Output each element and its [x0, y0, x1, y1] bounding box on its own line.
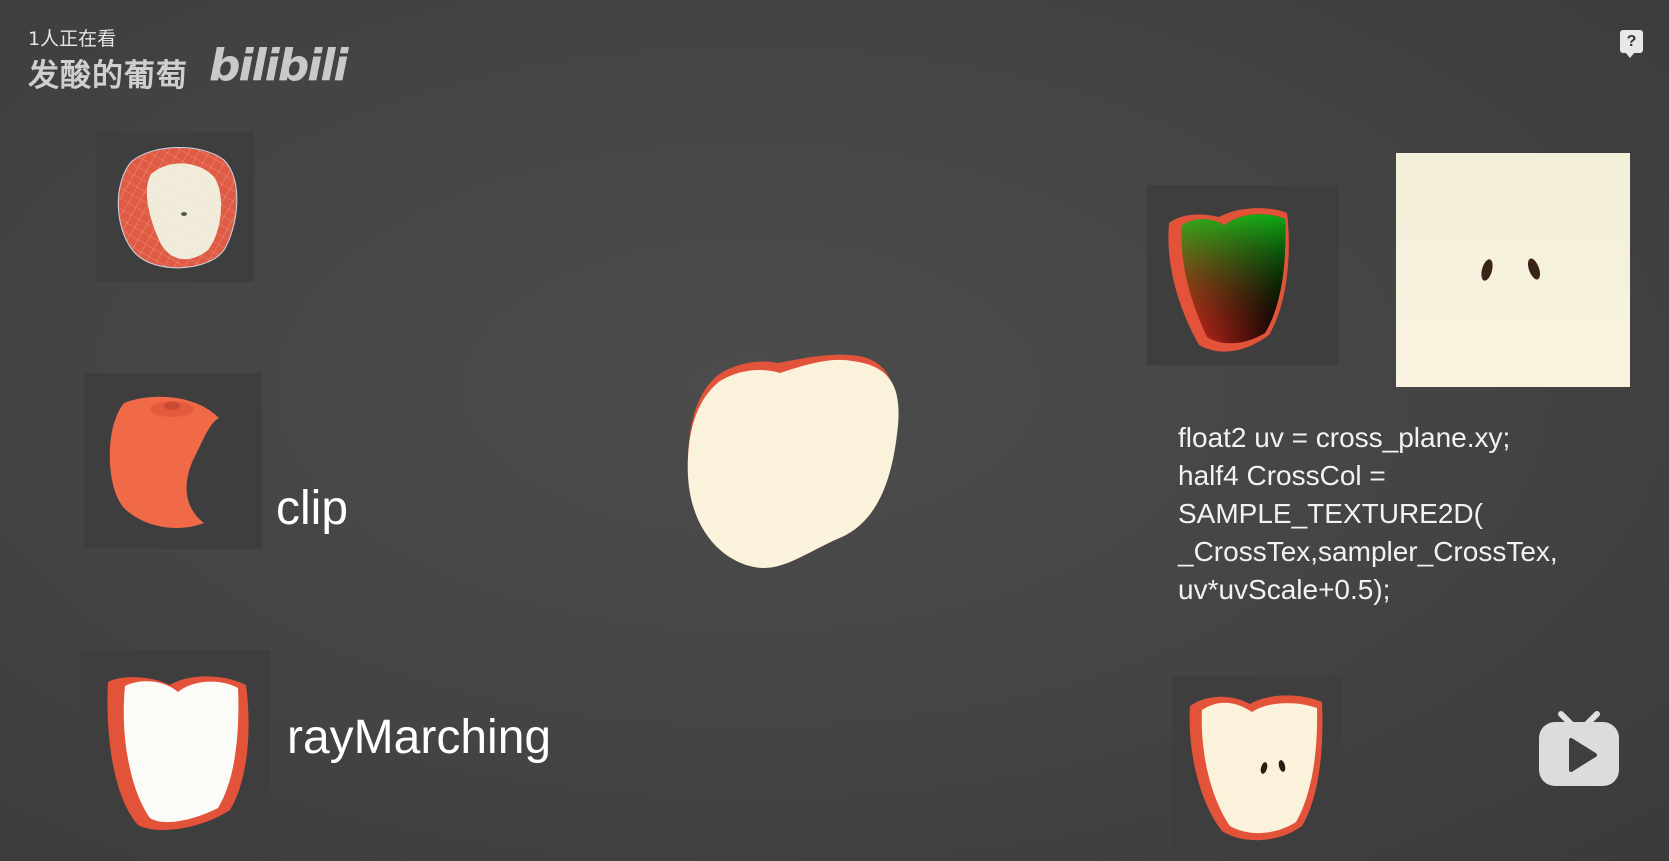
cross-texture-panel	[1396, 153, 1630, 387]
seeds-texture-image	[1481, 258, 1541, 281]
uv-apple-image	[1168, 208, 1289, 352]
wireframe-apple-tile	[96, 132, 254, 282]
shader-code: float2 uv = cross_plane.xy; half4 CrossC…	[1178, 422, 1558, 605]
textured-apple-image	[1189, 695, 1323, 841]
textured-apple-tile	[1172, 676, 1342, 852]
question-icon[interactable]: ?	[1620, 30, 1643, 58]
clip-label: clip	[276, 482, 349, 535]
viewer-count: 1人正在看	[28, 28, 117, 50]
channel-name: 发酸的葡萄	[28, 58, 188, 94]
raymarching-label: rayMarching	[287, 711, 552, 764]
center-apple-section	[680, 345, 930, 585]
bilibili-logo: bilibili	[209, 40, 348, 91]
uv-apple-tile	[1147, 185, 1339, 365]
clip-apple-tile	[84, 373, 262, 549]
raymarching-apple-tile	[80, 650, 270, 840]
wireframe-apple-image	[117, 146, 238, 269]
bilibili-tv-icon[interactable]	[1537, 708, 1621, 790]
center-apple-image	[687, 354, 899, 569]
clip-apple-image	[109, 396, 219, 528]
raymarching-apple-image	[107, 676, 249, 830]
tv-icon-shape	[1539, 711, 1619, 786]
